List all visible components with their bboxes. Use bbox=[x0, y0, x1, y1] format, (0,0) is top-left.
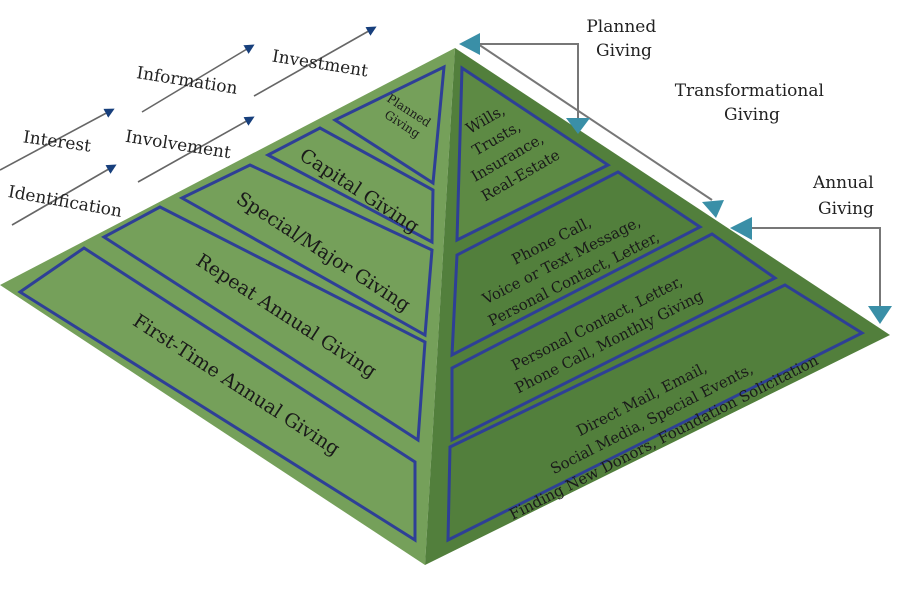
left-tier-special-major-giving-outline bbox=[178, 163, 434, 338]
bracket-label-planned-giving: Planned Giving bbox=[586, 17, 661, 61]
engagement-arrow-interest bbox=[0, 108, 115, 171]
engagement-arrows bbox=[0, 26, 377, 226]
bracket-line-transformational-giving bbox=[477, 43, 713, 201]
engagement-arrow-investment bbox=[253, 26, 377, 97]
step-label-information: Information bbox=[135, 63, 239, 99]
bracket-arrowhead-transformational-giving bbox=[702, 200, 724, 218]
pyramid-left-face bbox=[0, 48, 455, 565]
engagement-arrow-information bbox=[141, 44, 255, 113]
bracket-arrowhead-top bbox=[459, 33, 480, 55]
bracket-line-planned-giving bbox=[478, 43, 579, 118]
step-label-involvement: Involvement bbox=[124, 127, 233, 163]
left-tier-capital-giving-outline bbox=[264, 126, 435, 245]
bracket-label-annual-giving: Annual Giving bbox=[812, 173, 879, 219]
step-label-identification: Identification bbox=[6, 182, 123, 222]
right-tier-transformational-outline bbox=[450, 170, 703, 358]
right-tier-repeat-outline bbox=[450, 232, 778, 443]
step-label-investment: Investment bbox=[271, 47, 370, 82]
bracket-line-annual-giving bbox=[750, 227, 881, 306]
bracket-arrowhead-annual-start bbox=[730, 217, 752, 240]
right-tier-planned-outline bbox=[455, 65, 611, 243]
bracket-arrowhead-planned-giving bbox=[566, 118, 590, 134]
bracket-arrowhead-annual-giving bbox=[868, 306, 892, 324]
engagement-arrow-involvement bbox=[137, 116, 255, 183]
engagement-arrow-identification bbox=[11, 164, 117, 226]
left-tier-planned-giving-outline bbox=[331, 64, 446, 186]
right-tier-annual-outline bbox=[446, 283, 866, 543]
bracket-label-transformational-giving: Transformational Giving bbox=[675, 81, 830, 125]
left-tier-repeat-annual-giving-outline bbox=[101, 205, 427, 443]
left-tier-first-time-annual-giving-outline bbox=[17, 246, 417, 543]
